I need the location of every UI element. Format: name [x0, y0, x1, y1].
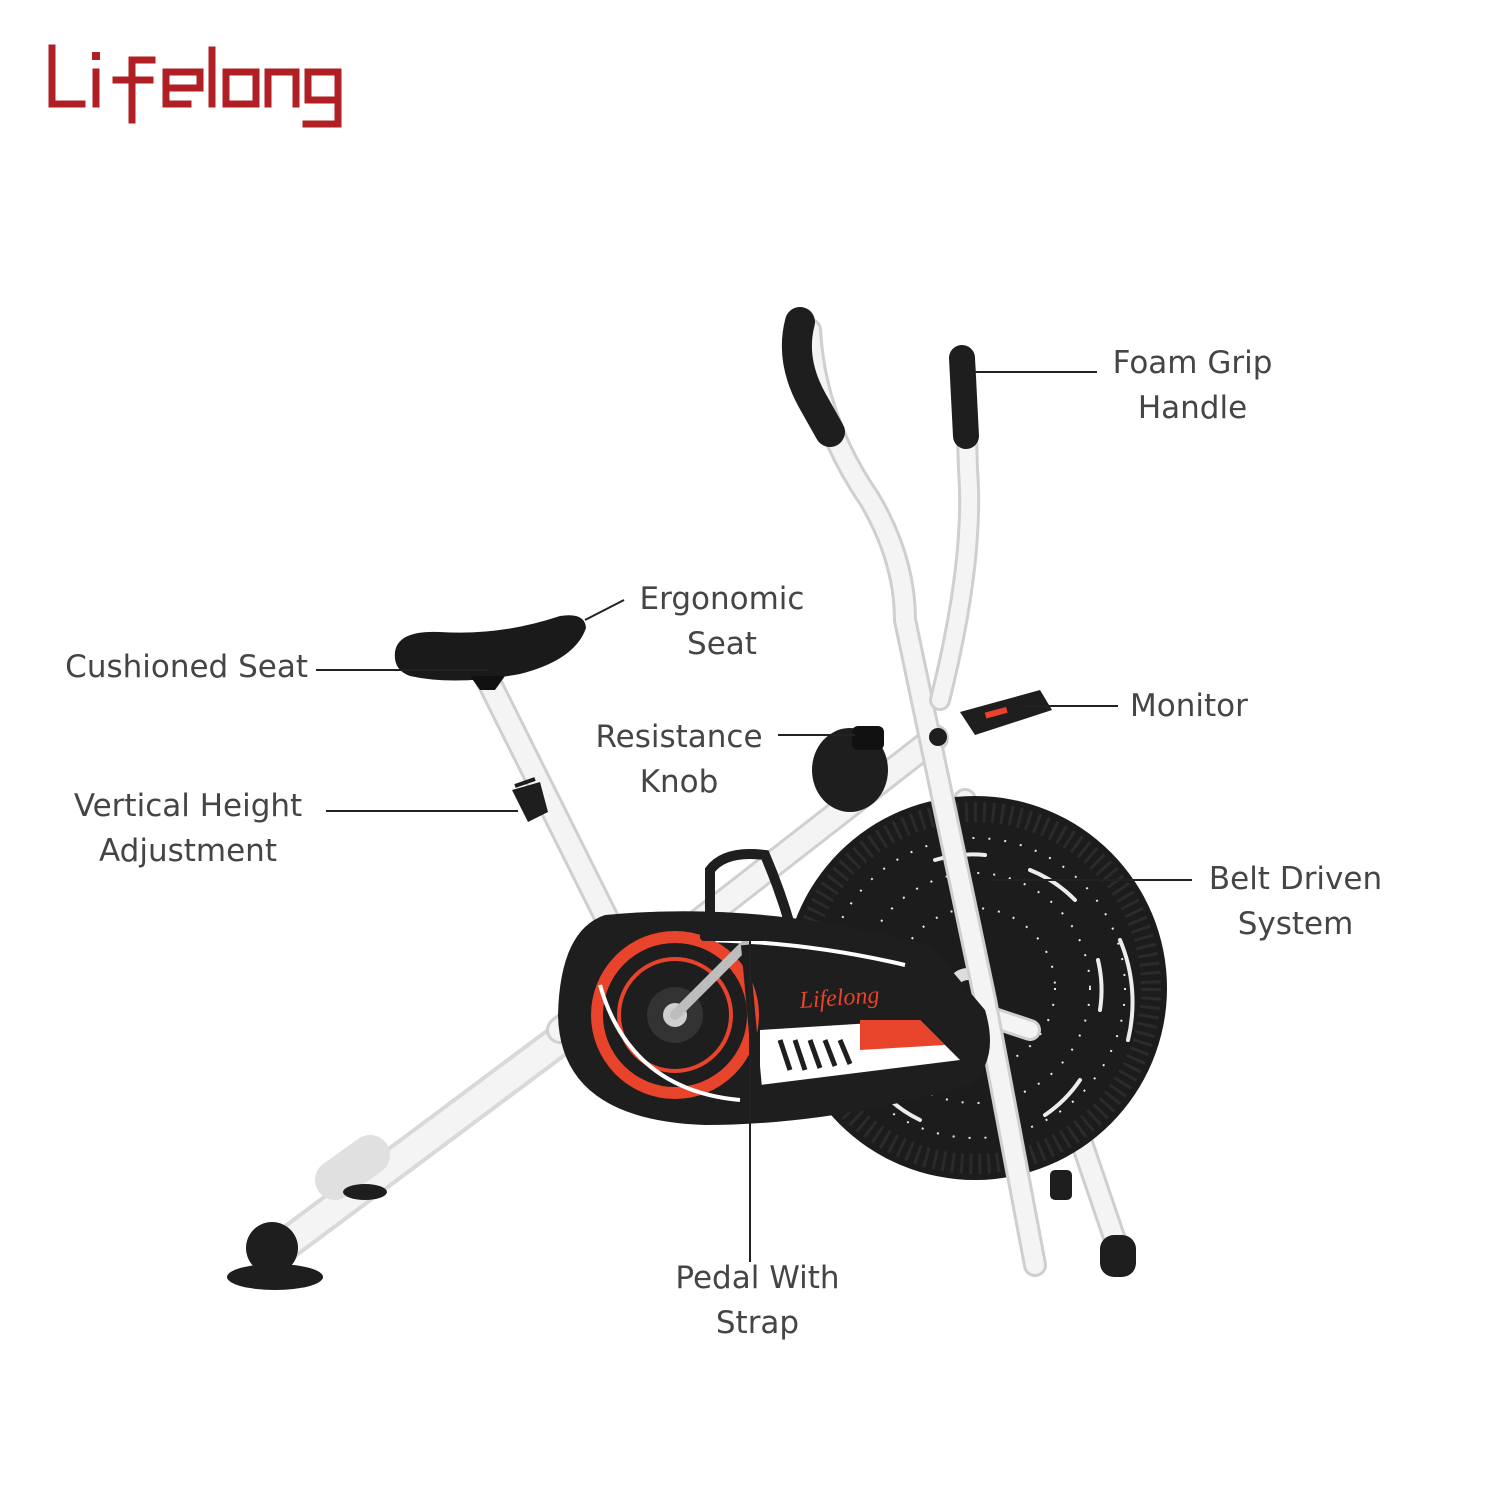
seat [394, 615, 586, 690]
label-line: Cushioned Seat [65, 649, 308, 685]
label-monitor: Monitor [1130, 684, 1290, 729]
label-belt-driven-system: Belt Driven System [1198, 857, 1393, 947]
rear-base [227, 993, 617, 1290]
handlebars [781, 307, 1047, 1277]
label-line: Resistance [595, 719, 763, 755]
label-line: Handle [1137, 390, 1248, 426]
label-resistance-knob: Resistance Knob [588, 715, 770, 805]
label-line: Ergonomic [639, 581, 805, 617]
label-ergonomic-seat: Ergonomic Seat [632, 577, 812, 667]
brand-logo [48, 44, 342, 128]
label-line: Knob [639, 764, 719, 800]
label-line: Monitor [1130, 688, 1248, 724]
resistance-knob [812, 726, 888, 812]
label-line: Seat [687, 626, 757, 662]
pedal-with-strap [670, 849, 800, 1111]
seat-post [475, 667, 628, 948]
label-line: Vertical Height [73, 788, 303, 824]
label-line: System [1237, 906, 1354, 942]
label-line: Pedal With [675, 1260, 840, 1296]
label-vertical-height-adjustment: Vertical Height Adjustment [58, 784, 318, 874]
label-line: Foam Grip [1112, 345, 1273, 381]
label-cushioned-seat: Cushioned Seat [40, 645, 308, 690]
leader-lines [316, 371, 1192, 1262]
frame-brand-logo: Lifelong [798, 982, 881, 1014]
monitor [960, 690, 1052, 735]
label-pedal-with-strap: Pedal With Strap [660, 1256, 855, 1346]
label-line: Strap [715, 1305, 800, 1341]
label-line: Belt Driven [1208, 861, 1383, 897]
label-foam-grip-handle: Foam Grip Handle [1105, 341, 1280, 431]
label-line: Adjustment [99, 833, 277, 869]
belt-cover: Lifelong [558, 911, 990, 1125]
